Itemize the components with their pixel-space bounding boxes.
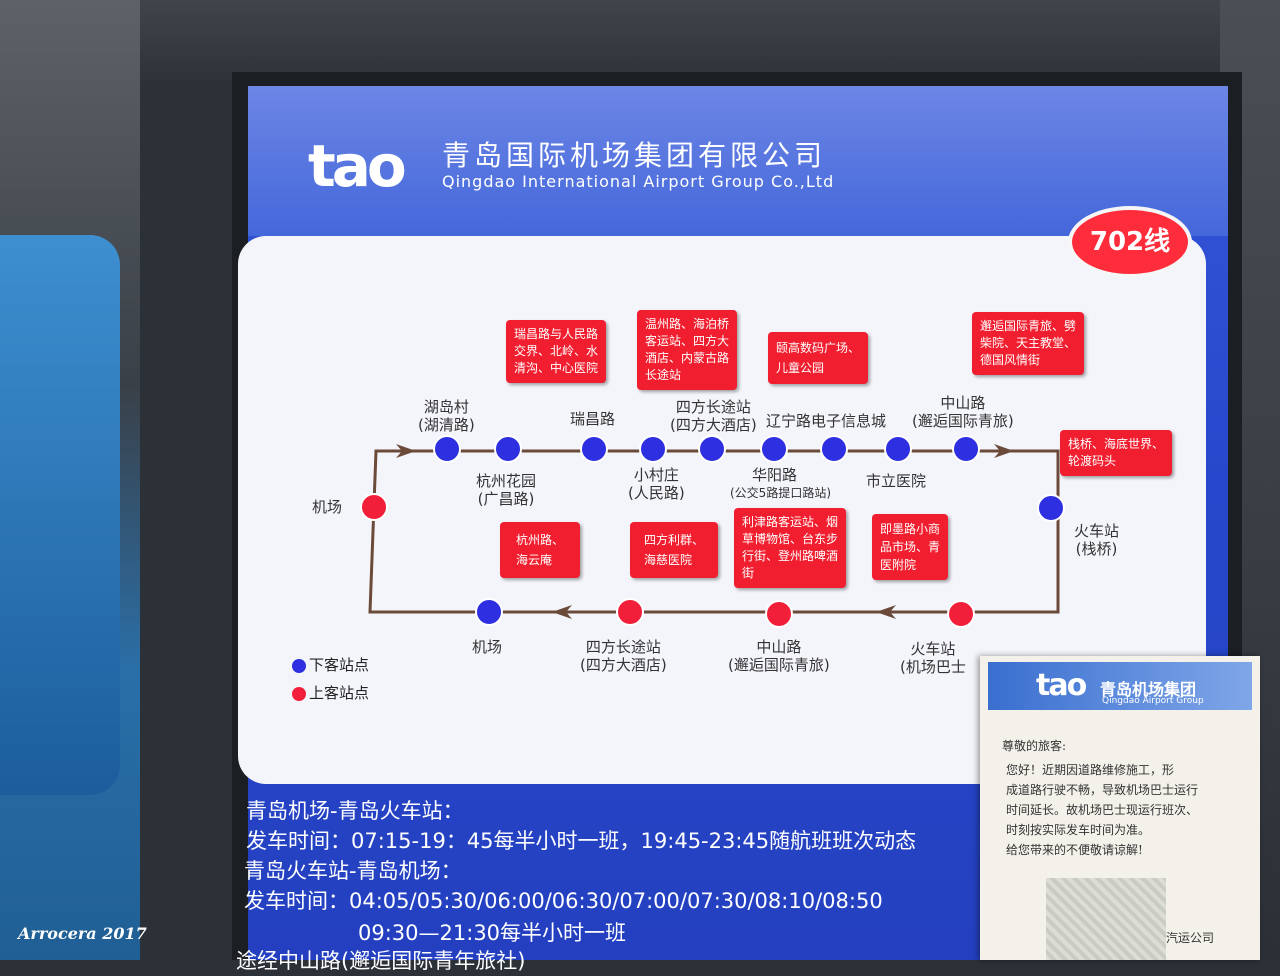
- legend-drop-off: 下客站点: [292, 654, 369, 675]
- schedule-dir1-title: 青岛机场-青岛火车站：: [246, 799, 464, 823]
- label-airport-start: 机场: [312, 498, 343, 516]
- stop-train-station-bottom: [947, 600, 975, 628]
- callout-hangzhou: 杭州路、 海云庵: [500, 522, 581, 578]
- schedule-partial-line: 途经中山路(邂逅国际青年旅社): [236, 949, 526, 973]
- label-sifang-bottom: 四方长途站 (四方大酒店): [580, 638, 667, 674]
- stop-sifang-top: [698, 435, 726, 463]
- stop-train-station-right: [1037, 494, 1065, 522]
- legend-drop-off-label: 下客站点: [309, 656, 370, 674]
- qr-code: [1046, 878, 1166, 960]
- stop-ruichang: [580, 435, 608, 463]
- label-huayang: 华阳路: [752, 466, 798, 484]
- schedule-dir1-times: 发车时间：07:15-19：45每半小时一班，19:45-23:45随航班班次动…: [246, 829, 917, 853]
- label-huayang-note: (公交5路提口路站): [730, 486, 831, 500]
- legend-red-dot-icon: [292, 686, 306, 701]
- label-city-hospital: 市立医院: [866, 472, 927, 490]
- stop-hangzhou-garden: [494, 435, 522, 463]
- photo-watermark: Arrocera 2017: [18, 924, 147, 943]
- notice-brand-en: Qingdao Airport Group: [1102, 696, 1204, 706]
- label-zhongshan-bottom: 中山路 (邂逅国际青旅): [728, 638, 830, 674]
- notice-greeting: 尊敬的旅客:: [1002, 739, 1067, 753]
- label-zhongshan-top: 中山路 (邂逅国际青旅): [912, 394, 1014, 430]
- notice-header: tao 青岛机场集团 Qingdao Airport Group: [988, 662, 1252, 710]
- stop-huidaocun: [433, 435, 461, 463]
- line-badge: 702线: [1068, 206, 1192, 278]
- notice-signature: 汽运公司: [1166, 931, 1215, 945]
- callout-huayang: 利津路客运站、烟 草博物馆、台东步 行街、登州路啤酒 街: [734, 508, 847, 588]
- notice-sheet: tao 青岛机场集团 Qingdao Airport Group 尊敬的旅客: …: [980, 656, 1260, 960]
- label-airport-end: 机场: [472, 638, 503, 656]
- stop-zhongshan-top: [952, 435, 980, 463]
- schedule-dir2-times: 发车时间：04:05/05:30/06:00/06:30/07:00/07:30…: [244, 889, 883, 913]
- label-liaoning: 辽宁路电子信息城: [766, 412, 887, 430]
- label-train-station-right: 火车站 (栈桥): [1074, 522, 1120, 558]
- background-bus: [0, 235, 120, 795]
- route-arrow: [396, 444, 416, 458]
- label-ruichang: 瑞昌路: [570, 410, 616, 428]
- stop-sifang-bottom: [616, 598, 644, 626]
- notice-brand-cn: 青岛机场集团: [1100, 680, 1197, 699]
- callout-ruichang: 瑞昌路与人民路 交界、北岭、水 清沟、中心医院: [506, 320, 607, 383]
- stop-airport-end: [475, 598, 503, 626]
- callout-sifang: 温州路、海泊桥 客运站、四方大 酒店、内蒙古路 长途站: [637, 310, 738, 390]
- schedule-dir2-title: 青岛火车站-青岛机场：: [244, 859, 462, 883]
- route-arrow: [994, 444, 1014, 458]
- label-hangzhou-garden: 杭州花园 (广昌路): [476, 472, 537, 508]
- label-xiaocunzhuang: 小村庄 (人民路): [628, 466, 685, 502]
- label-train-station-bottom: 火车站 (机场巴士: [900, 640, 966, 676]
- stop-city-hospital: [884, 435, 912, 463]
- company-name-cn: 青岛国际机场集团有限公司: [442, 139, 827, 172]
- stop-zhongshan-bottom: [765, 600, 793, 628]
- stop-liaoning: [820, 435, 848, 463]
- notice-tao-logo: tao: [1036, 668, 1087, 703]
- legend-pick-up-label: 上客站点: [309, 684, 370, 702]
- callout-hospital: 即墨路小商 品市场、青 医附院: [872, 514, 949, 580]
- background-ceiling: [140, 0, 1220, 80]
- header-band: [248, 86, 1228, 236]
- stop-xiaocunzhuang: [639, 435, 667, 463]
- legend-pick-up: 上客站点: [292, 682, 369, 703]
- callout-zhongshan: 邂逅国际青旅、劈 柴院、天主教堂、 德国风情街: [972, 312, 1085, 375]
- callout-train: 栈桥、海底世界、 轮渡码头: [1060, 430, 1173, 476]
- route-arrow: [552, 605, 572, 619]
- route-arrow: [876, 605, 896, 619]
- company-name-en: Qingdao International Airport Group Co.,…: [442, 172, 835, 191]
- notice-body: 您好！近期因道路维修施工，形 成道路行驶不畅，导致机场巴士运行 时间延长。故机场…: [1006, 763, 1199, 857]
- stop-huayang: [760, 435, 788, 463]
- callout-xiaocun: 四方利群、 海慈医院: [630, 522, 719, 578]
- schedule-dir2-times-cont: 09:30—21:30每半小时一班: [358, 921, 627, 945]
- stop-airport-start: [360, 493, 388, 521]
- tao-logo: tao: [308, 132, 407, 200]
- label-huidaocun: 湖岛村 (湖清路): [418, 398, 475, 434]
- legend-blue-dot-icon: [292, 658, 306, 673]
- label-sifang-top: 四方长途站 (四方大酒店): [670, 398, 757, 434]
- callout-liaoning: 颐高数码广场、 儿童公园: [768, 332, 869, 384]
